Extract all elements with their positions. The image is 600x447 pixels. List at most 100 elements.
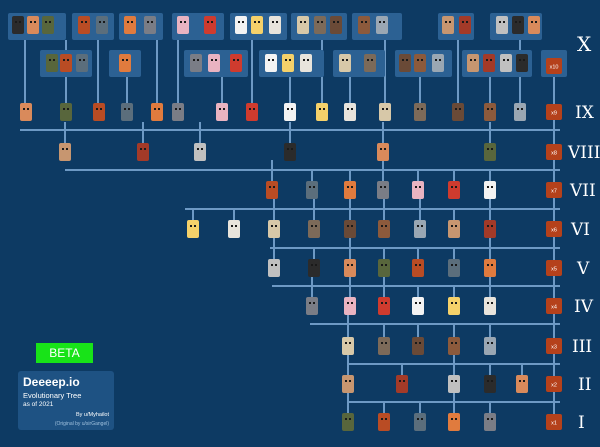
animal-icon bbox=[344, 297, 356, 315]
animal-icon bbox=[27, 16, 39, 34]
animal-icon bbox=[144, 16, 156, 34]
animal-icon bbox=[269, 16, 281, 34]
animal-icon bbox=[12, 16, 24, 34]
animal-icon bbox=[467, 54, 479, 72]
animal-icon bbox=[172, 103, 184, 121]
svg-text:x10: x10 bbox=[550, 65, 559, 71]
info-original: (Original by u/sirGangel) bbox=[54, 421, 109, 427]
animal-icon bbox=[483, 54, 495, 72]
animal-icon bbox=[119, 54, 131, 72]
animal-icon bbox=[414, 220, 426, 238]
xp-badge-x10: x10 bbox=[546, 58, 562, 74]
svg-text:x7: x7 bbox=[551, 189, 557, 195]
animal-icon bbox=[412, 337, 424, 355]
animal-icon bbox=[448, 220, 460, 238]
tier-label-III: III bbox=[572, 337, 592, 357]
animal-icon bbox=[282, 54, 294, 72]
svg-text:x2: x2 bbox=[551, 383, 557, 389]
animal-icon bbox=[448, 181, 460, 199]
tree-lines bbox=[20, 40, 560, 414]
animal-icon bbox=[42, 16, 54, 34]
animal-icon bbox=[377, 181, 389, 199]
svg-text:x1: x1 bbox=[551, 421, 557, 427]
info-author: By u/Myhailot bbox=[75, 412, 109, 418]
group-box bbox=[462, 50, 532, 77]
animal-icon bbox=[414, 103, 426, 121]
animal-icon bbox=[358, 16, 370, 34]
animal-icon bbox=[124, 16, 136, 34]
animal-icon bbox=[344, 103, 356, 121]
animal-icon bbox=[414, 413, 426, 431]
animal-icon bbox=[96, 16, 108, 34]
animal-icon bbox=[528, 16, 540, 34]
animal-icon bbox=[151, 103, 163, 121]
animal-icon bbox=[396, 375, 408, 393]
xp-badge-x6: x6 bbox=[546, 221, 562, 237]
xp-badge-x4: x4 bbox=[546, 298, 562, 314]
animal-icon bbox=[204, 16, 216, 34]
info-box: Deeeep.io Evolutionary Tree as of 2021 B… bbox=[18, 371, 114, 430]
tier-label-IX: IX bbox=[575, 103, 595, 123]
animal-icon bbox=[484, 337, 496, 355]
xp-badge-x7: x7 bbox=[546, 182, 562, 198]
animal-icon bbox=[516, 375, 528, 393]
tier-label-VII: VII bbox=[569, 181, 596, 201]
animal-icon bbox=[342, 375, 354, 393]
animal-icon bbox=[484, 259, 496, 277]
info-subtitle: Evolutionary Tree bbox=[23, 391, 82, 400]
animal-icon bbox=[432, 54, 444, 72]
animal-icon bbox=[251, 16, 263, 34]
tier-label-IV: IV bbox=[574, 297, 594, 317]
svg-text:x5: x5 bbox=[551, 267, 557, 273]
xp-badge-x1: x1 bbox=[546, 414, 562, 430]
animal-icon bbox=[187, 220, 199, 238]
animal-icon bbox=[93, 103, 105, 121]
tier-label-V: V bbox=[576, 259, 590, 279]
animal-icon bbox=[442, 16, 454, 34]
animal-icon bbox=[300, 54, 312, 72]
animal-icon bbox=[246, 103, 258, 121]
animal-icon bbox=[308, 259, 320, 277]
animal-icon bbox=[412, 297, 424, 315]
animal-icon bbox=[484, 375, 496, 393]
animal-icon bbox=[484, 220, 496, 238]
tier-label-II: II bbox=[578, 375, 591, 395]
tier-label-VI: VI bbox=[570, 220, 590, 240]
animal-icon bbox=[268, 220, 280, 238]
animal-icon bbox=[448, 337, 460, 355]
animal-icon bbox=[496, 16, 508, 34]
animal-icon bbox=[378, 413, 390, 431]
animal-icon bbox=[306, 297, 318, 315]
animal-icon bbox=[412, 181, 424, 199]
animal-icon bbox=[208, 54, 220, 72]
animal-icon bbox=[512, 16, 524, 34]
tier-label-X: X bbox=[577, 32, 592, 56]
animal-icon bbox=[235, 16, 247, 34]
animal-icon bbox=[484, 413, 496, 431]
animal-icon bbox=[216, 103, 228, 121]
animal-icon bbox=[414, 54, 426, 72]
animal-icon bbox=[314, 16, 326, 34]
animal-icon bbox=[297, 16, 309, 34]
animal-icon bbox=[265, 54, 277, 72]
xp-badge-x9: x9 bbox=[546, 104, 562, 120]
animal-icon bbox=[342, 413, 354, 431]
animal-icon bbox=[412, 259, 424, 277]
animal-icon bbox=[194, 143, 206, 161]
animal-icon bbox=[484, 181, 496, 199]
animal-icon bbox=[484, 143, 496, 161]
animal-icon bbox=[60, 54, 72, 72]
animal-icon bbox=[378, 297, 390, 315]
animal-icon bbox=[514, 103, 526, 121]
animal-icon bbox=[228, 220, 240, 238]
animal-icon bbox=[448, 375, 460, 393]
animal-icon bbox=[121, 103, 133, 121]
animal-icon bbox=[378, 337, 390, 355]
animal-icon bbox=[190, 54, 202, 72]
animal-icon bbox=[308, 220, 320, 238]
animal-icon bbox=[399, 54, 411, 72]
animal-icon bbox=[306, 181, 318, 199]
